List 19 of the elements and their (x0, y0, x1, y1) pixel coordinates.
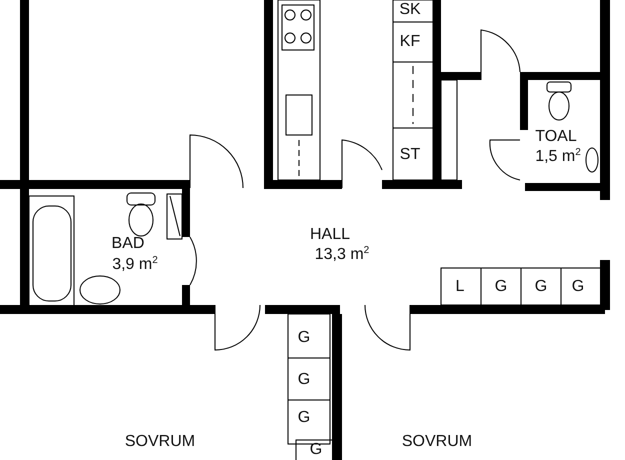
room-name: SOVRUM (402, 433, 472, 451)
storage-label: L (456, 278, 464, 296)
storage-label: G (572, 278, 584, 296)
storage-label: G (494, 278, 508, 296)
storage-label: G (298, 329, 310, 347)
room-area: 1,5 m$^{2}$ (535, 148, 581, 166)
room-name: SOVRUM (124, 433, 196, 451)
storage-label: G (534, 278, 548, 296)
room-name: BAD (112, 235, 144, 253)
room-name: HALL (310, 226, 350, 244)
storage-label: G (310, 441, 322, 459)
room-name: TOAL (535, 128, 577, 146)
storage-label: G (298, 371, 310, 389)
room-area: 3,9 m$^{2}$ (112, 256, 158, 274)
room-area: 13,3 m$^{2}$ (314, 246, 370, 264)
cabinet-label: SK (399, 1, 421, 19)
cabinet-label: ST (400, 146, 420, 164)
storage-label: G (298, 409, 310, 427)
cabinet-label: KF (400, 33, 420, 51)
